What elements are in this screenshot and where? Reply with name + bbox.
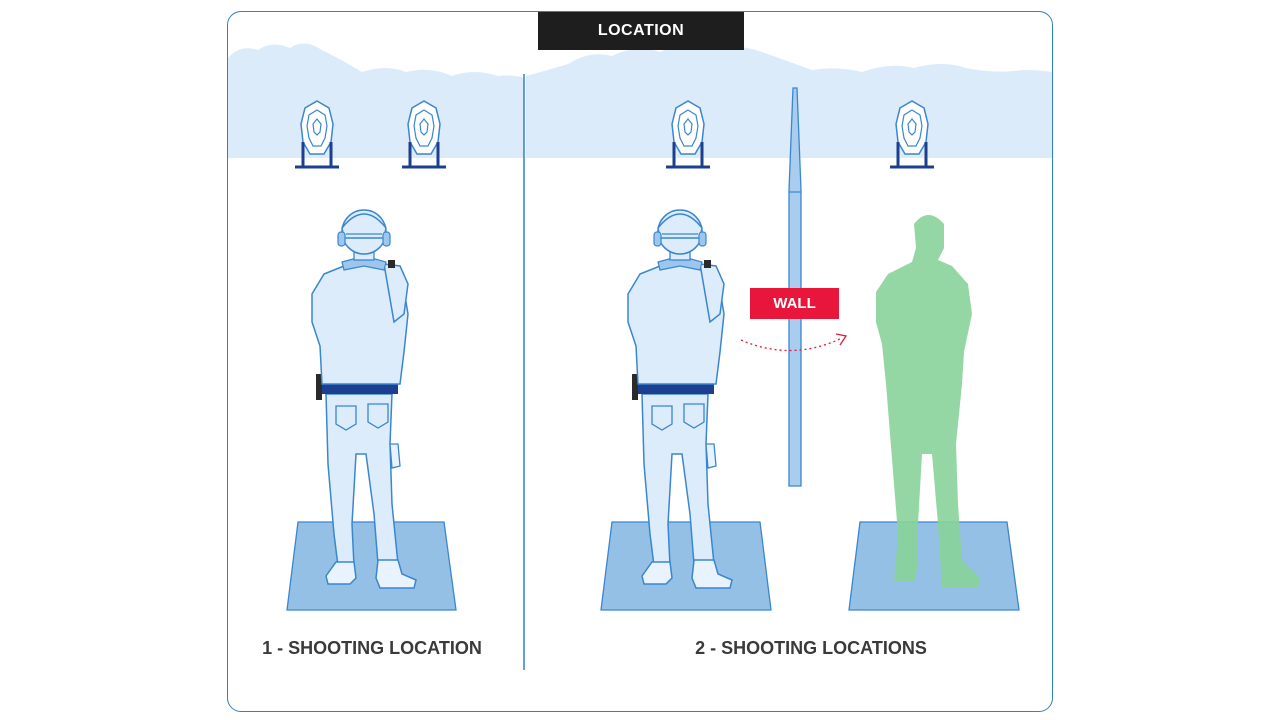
caption-one-location: 1 - SHOOTING LOCATION <box>262 638 482 658</box>
caption-two-locations: 2 - SHOOTING LOCATIONS <box>695 638 927 658</box>
sky-background <box>228 43 524 158</box>
shooting-mat-1 <box>286 521 457 611</box>
move-arrow-head <box>835 333 848 346</box>
location-title-tab: LOCATION <box>538 12 744 50</box>
wall-label: WALL <box>750 288 839 319</box>
move-arrow <box>740 337 843 352</box>
sky-background-right <box>526 44 1052 158</box>
wall-obstacle <box>788 87 802 487</box>
shooting-mat-3 <box>848 521 1020 611</box>
shooting-mat-2 <box>600 521 772 611</box>
